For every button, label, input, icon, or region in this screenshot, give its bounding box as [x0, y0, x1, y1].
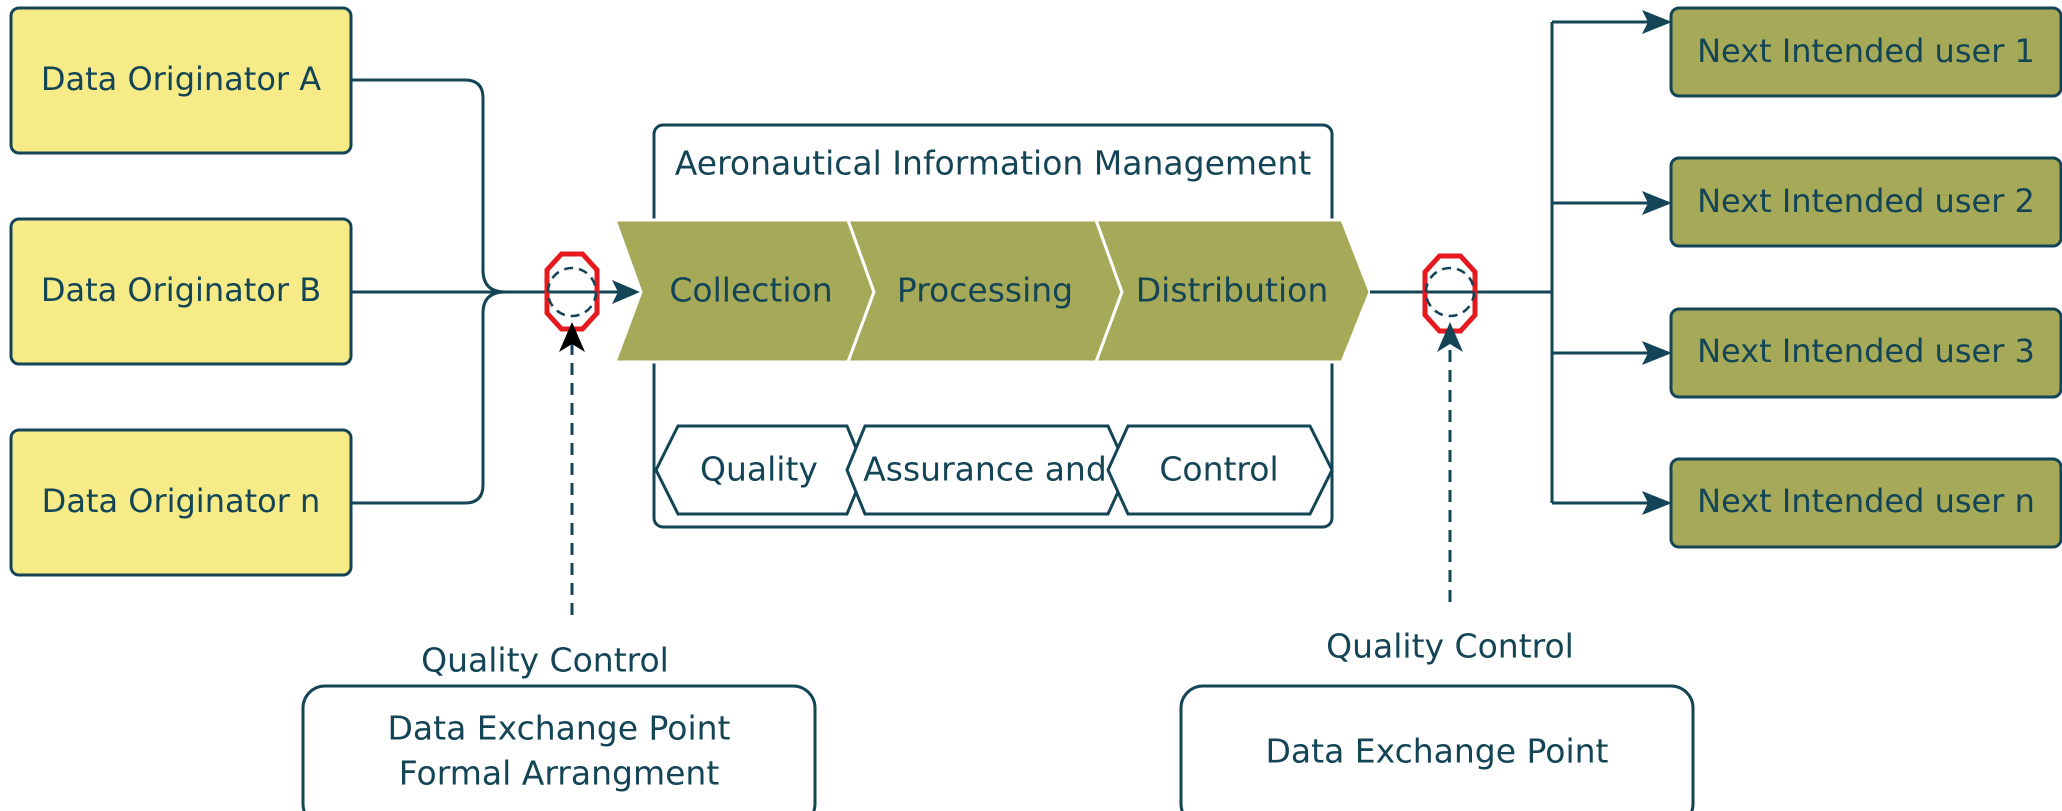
originator-a-label: Data Originator A [41, 60, 321, 98]
left-qc-arrowhead [559, 322, 585, 352]
user-n-label: Next Intended user n [1697, 482, 2035, 520]
qa-segment-assurance [845, 424, 1130, 516]
user-3-label: Next Intended user 3 [1697, 332, 2035, 370]
arrow-user-1 [1642, 10, 1672, 34]
user-n-box: Next Intended user n [1669, 457, 2062, 549]
left-exchange-point-box: Data Exchange Point Formal Arrangment [301, 684, 817, 811]
originator-b-box: Data Originator B [9, 217, 353, 366]
user-2-box: Next Intended user 2 [1669, 156, 2062, 248]
left-exchange-line1: Data Exchange Point [388, 709, 731, 748]
arrow-user-3 [1642, 341, 1672, 365]
originator-n-box: Data Originator n [9, 428, 353, 577]
aim-steps: Collection Processing Distribution [612, 218, 1372, 364]
qa-control-label: Control [1159, 450, 1278, 489]
step-processing-label: Processing [897, 271, 1073, 310]
left-exchange-line2: Formal Arrangment [399, 754, 720, 793]
arrow-user-2 [1642, 191, 1672, 215]
left-qc-label: Quality Control [421, 641, 669, 680]
step-distribution-label: Distribution [1136, 271, 1329, 310]
aim-title: Aeronautical Information Management [675, 144, 1311, 183]
right-exchange-point-box: Data Exchange Point [1179, 684, 1695, 811]
originator-connectors [352, 78, 625, 505]
user-3-box: Next Intended user 3 [1669, 307, 2062, 399]
connector-originator-n [352, 290, 506, 505]
step-collection-label: Collection [669, 271, 832, 310]
left-stop-sign-icon [544, 251, 600, 332]
originator-n-label: Data Originator n [42, 482, 321, 520]
originator-a-box: Data Originator A [9, 6, 353, 155]
qa-quality-label: Quality [700, 450, 818, 489]
right-exchange-line1: Data Exchange Point [1266, 732, 1609, 771]
user-1-box: Next Intended user 1 [1669, 6, 2062, 98]
arrow-into-collection [612, 280, 640, 304]
right-qc-label: Quality Control [1326, 627, 1574, 666]
qa-band [654, 424, 1334, 516]
user-2-label: Next Intended user 2 [1697, 182, 2035, 220]
right-qc-arrowhead [1437, 322, 1463, 352]
arrow-user-n [1642, 491, 1672, 515]
step-distribution [1093, 218, 1372, 364]
user-arrowheads [1642, 10, 1672, 515]
qa-assurance-label: Assurance and [863, 450, 1107, 489]
right-stop-sign-icon [1422, 253, 1478, 334]
originator-b-label: Data Originator B [41, 271, 321, 309]
connector-originator-a [352, 78, 506, 294]
qa-segment-control [1106, 424, 1334, 516]
user-connectors [1370, 20, 1668, 505]
qa-segment-quality [654, 424, 867, 516]
user-1-label: Next Intended user 1 [1697, 32, 2035, 70]
